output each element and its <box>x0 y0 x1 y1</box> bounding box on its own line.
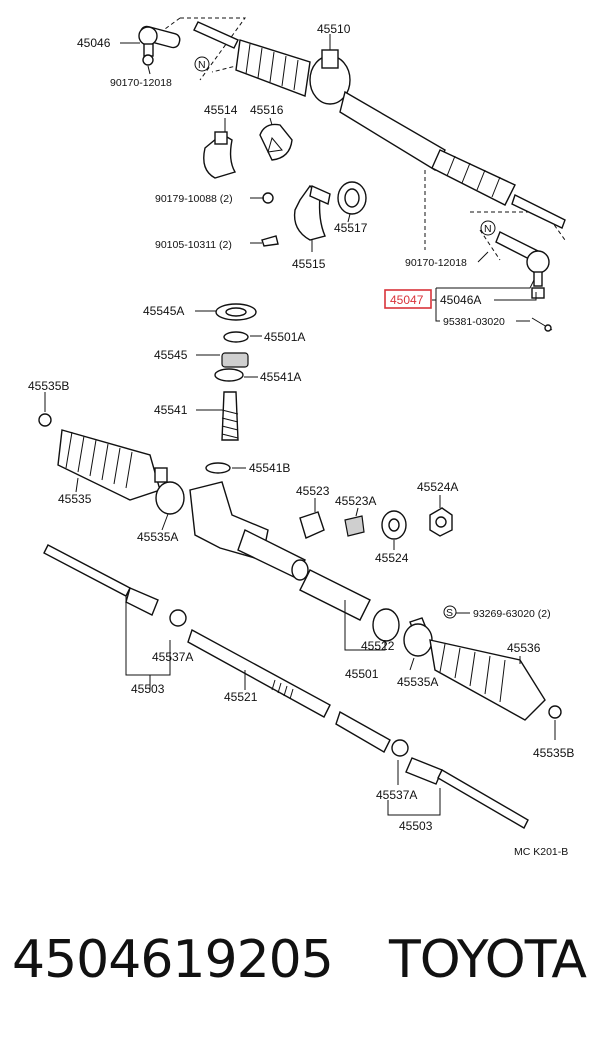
bracket-45514 <box>203 131 237 179</box>
label-45514: 45514 <box>204 103 238 117</box>
label-45536: 45536 <box>507 641 541 655</box>
pinion-group <box>195 303 262 474</box>
label-45537a-left: 45537A <box>152 650 193 664</box>
label-45521: 45521 <box>224 690 258 704</box>
label-45503-left: 45503 <box>131 682 165 696</box>
label-45510: 45510 <box>317 22 351 36</box>
bracket-45515 <box>293 184 331 241</box>
label-45541a: 45541A <box>260 370 301 384</box>
label-90179: 90179-10088 (2) <box>155 193 233 205</box>
part-number: 4504619205 <box>12 930 334 990</box>
tie-rod-end-right <box>495 231 553 332</box>
label-45515: 45515 <box>292 257 326 271</box>
right-boot-group: S <box>344 600 562 740</box>
part-labels: 45046 45510 90170-12018 45514 45516 9017… <box>28 22 574 858</box>
label-45541b: 45541B <box>249 461 290 475</box>
mark-n-left: N <box>198 59 206 71</box>
mark-s: S <box>446 607 453 619</box>
label-45524a: 45524A <box>417 480 458 494</box>
label-45541: 45541 <box>154 403 188 417</box>
label-45517: 45517 <box>334 221 368 235</box>
label-95381: 95381-03020 <box>443 316 505 328</box>
cushion-45517 <box>337 181 367 215</box>
mark-n-right: N <box>484 223 492 235</box>
cushion-45516 <box>259 123 293 161</box>
label-90170-b: 90170-12018 <box>405 257 467 269</box>
label-45524: 45524 <box>375 551 409 565</box>
boot-left <box>38 392 185 531</box>
diagram-code: MC K201-B <box>514 846 568 858</box>
rack-housing <box>235 39 566 229</box>
label-45535b-right: 45535B <box>533 746 574 760</box>
rack-guide-parts <box>299 495 453 550</box>
label-45501: 45501 <box>345 667 379 681</box>
label-45535a-left: 45535A <box>137 530 178 544</box>
label-45501a: 45501A <box>264 330 305 344</box>
label-45535a-right: 45535A <box>397 675 438 689</box>
label-45535: 45535 <box>58 492 92 506</box>
label-93269: 93269-63020 (2) <box>473 608 551 620</box>
label-45047[interactable]: 45047 <box>390 293 424 307</box>
label-45503-right: 45503 <box>399 819 433 833</box>
label-45545a: 45545A <box>143 304 184 318</box>
brand-name: TOYOTA <box>389 930 587 990</box>
rack-housing-middle <box>189 481 400 642</box>
tie-rod-end-left <box>138 25 181 66</box>
label-45047-highlight[interactable] <box>384 289 432 309</box>
label-45516: 45516 <box>250 103 284 117</box>
label-45523a: 45523A <box>335 494 376 508</box>
label-45523: 45523 <box>296 484 330 498</box>
upper-rack-assembly: N N <box>120 17 566 332</box>
label-90105: 90105-10311 (2) <box>155 239 232 251</box>
rack-bar <box>187 628 391 753</box>
label-45046: 45046 <box>77 36 111 50</box>
inner-tie-rod-left <box>43 544 187 690</box>
label-45537a-right: 45537A <box>376 788 417 802</box>
steering-rack-exploded-diagram: N N <box>28 17 574 858</box>
inner-tie-rod-right <box>387 739 529 829</box>
label-45522: 45522 <box>361 639 395 653</box>
label-45545: 45545 <box>154 348 188 362</box>
label-45535b-left: 45535B <box>28 379 69 393</box>
footer: 4504619205 TOYOTA <box>0 920 600 1000</box>
label-45046a: 45046A <box>440 293 481 307</box>
label-90170-a: 90170-12018 <box>110 77 172 89</box>
